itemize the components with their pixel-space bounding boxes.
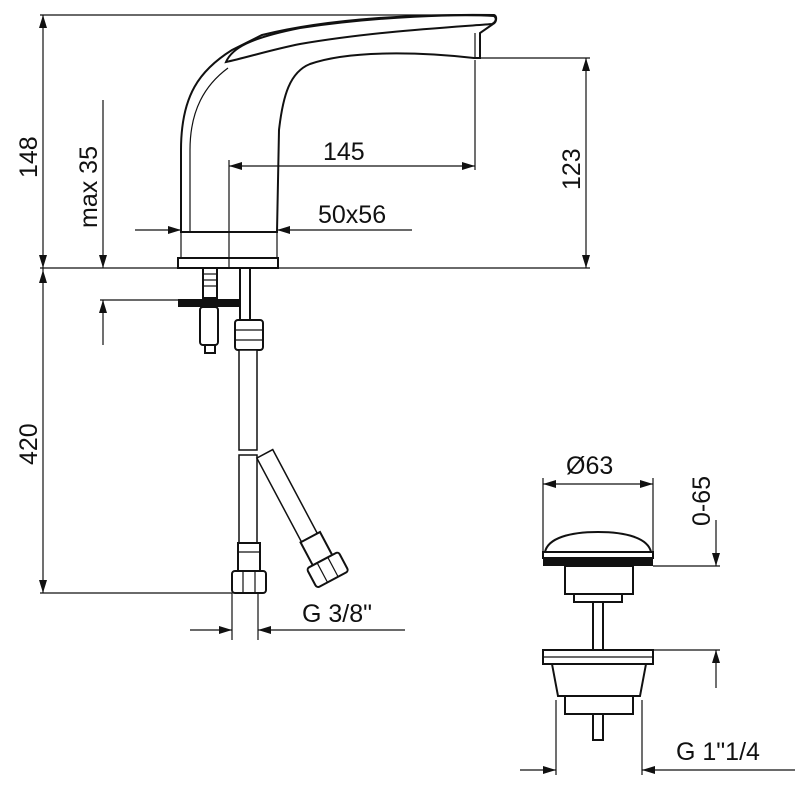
faucet-body: [177, 13, 498, 269]
dim-waste-thread: G 1"1/4: [676, 738, 760, 766]
dim-hose-length: 420: [15, 423, 43, 465]
waste-drain: [542, 530, 654, 741]
dim-waste-travel: 0-65: [688, 476, 716, 526]
flexible-hose: [231, 349, 267, 594]
dim-spout-height: 123: [558, 148, 586, 190]
dim-total-height: 148: [15, 136, 43, 178]
waste-dimension-lines: [520, 478, 795, 775]
flexible-hose-angled: [255, 448, 349, 588]
mounting-hardware: [178, 267, 264, 354]
dim-hose-connection: G 3/8": [302, 600, 372, 628]
dim-max-thickness: max 35: [75, 146, 103, 228]
dim-spout-reach: 145: [323, 138, 365, 166]
dimension-lines: [39, 14, 590, 640]
dim-base-size: 50x56: [318, 201, 386, 229]
dim-waste-diameter: Ø63: [566, 452, 613, 480]
